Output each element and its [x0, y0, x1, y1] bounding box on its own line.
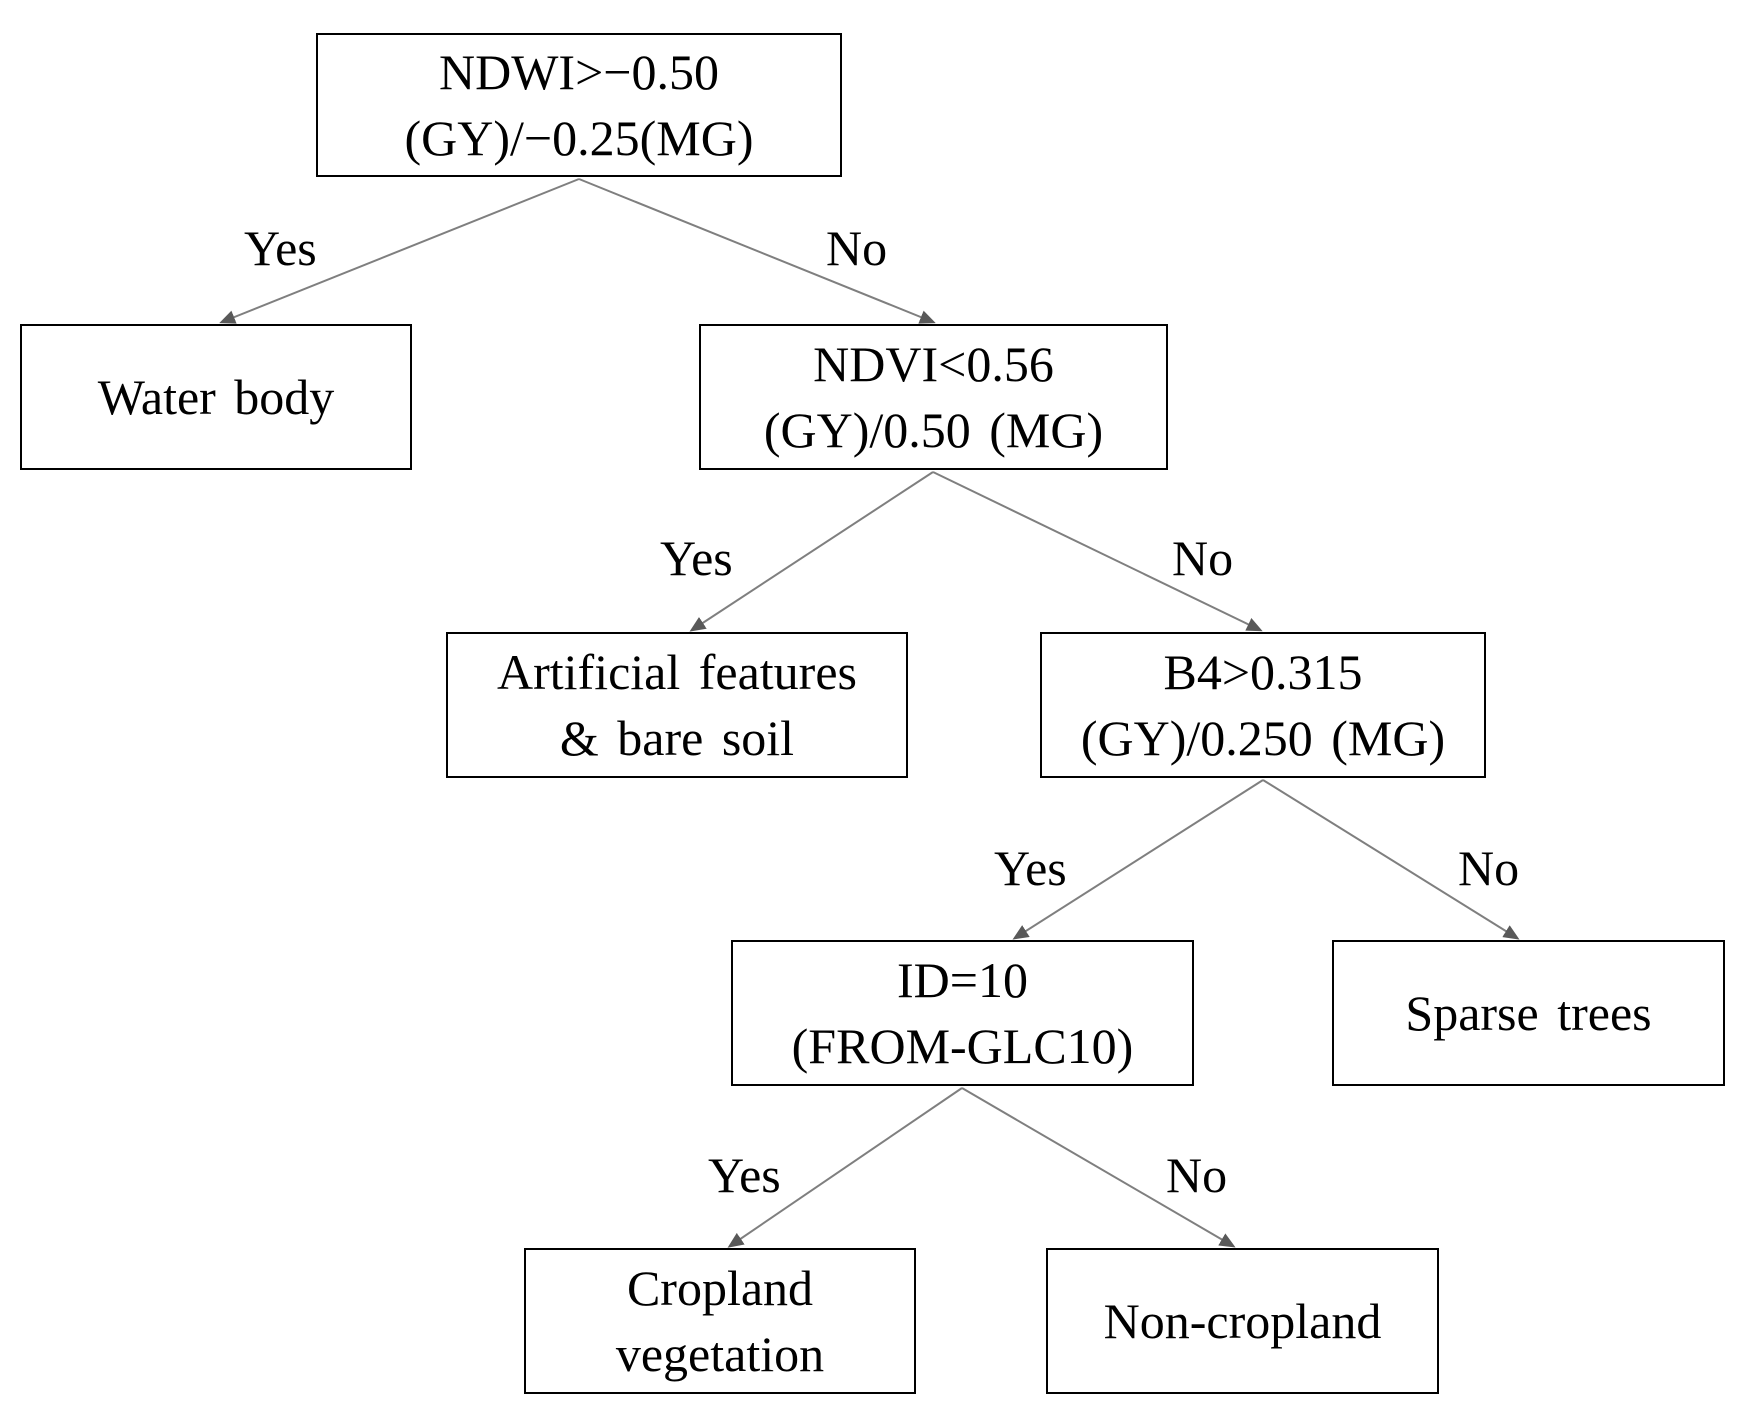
- node-non-cropland: Non-cropland: [1046, 1248, 1439, 1394]
- edge-label-no: No: [826, 220, 888, 276]
- node-text-line: Cropland: [626, 1260, 814, 1316]
- node-text-line: vegetation: [615, 1326, 825, 1382]
- node-cropland-vegetation: Cropland vegetation: [524, 1248, 916, 1394]
- edge-label-no: No: [1458, 840, 1520, 896]
- node-text-line: (GY)/0.250 (MG): [1080, 710, 1446, 766]
- edge-label-yes: Yes: [660, 530, 733, 586]
- node-sparse-trees: Sparse trees: [1332, 940, 1725, 1086]
- node-artificial-features: Artificial features & bare soil: [446, 632, 908, 778]
- connector-ndvi-to-artificial: [689, 471, 934, 632]
- edge-label-no: No: [1166, 1147, 1228, 1203]
- edge-label-yes: Yes: [244, 220, 317, 276]
- node-text-line: NDWI>−0.50: [439, 44, 719, 100]
- node-text-line: (GY)/−0.25(MG): [404, 110, 754, 166]
- connector-ndvi-to-b4: [932, 471, 1263, 632]
- node-text-line: (GY)/0.50 (MG): [763, 402, 1104, 458]
- node-text-line: Water body: [97, 369, 335, 425]
- connector-root-to-water: [219, 178, 580, 324]
- node-ndvi-condition: NDVI<0.56 (GY)/0.50 (MG): [699, 324, 1168, 470]
- connector-b4-to-sparse: [1262, 779, 1520, 940]
- connector-root-to-ndvi: [578, 178, 936, 324]
- node-b4-condition: B4>0.315 (GY)/0.250 (MG): [1040, 632, 1486, 778]
- node-water-body: Water body: [20, 324, 412, 470]
- node-text-line: NDVI<0.56: [813, 336, 1054, 392]
- node-text-line: Artificial features: [497, 644, 857, 700]
- connector-b4-to-id: [1012, 779, 1264, 940]
- node-ndwi-condition: NDWI>−0.50 (GY)/−0.25(MG): [316, 33, 842, 177]
- edge-label-yes: Yes: [708, 1147, 781, 1203]
- node-text-line: B4>0.315: [1163, 644, 1363, 700]
- connector-id-to-noncrop: [961, 1087, 1236, 1248]
- node-text-line: Sparse trees: [1405, 985, 1652, 1041]
- node-text-line: ID=10: [897, 952, 1028, 1008]
- edge-label-yes: Yes: [994, 840, 1067, 896]
- connector-id-to-crop: [727, 1087, 963, 1248]
- node-text-line: (FROM-GLC10): [791, 1018, 1134, 1074]
- node-text-line: & bare soil: [559, 710, 795, 766]
- node-id-condition: ID=10 (FROM-GLC10): [731, 940, 1194, 1086]
- edge-label-no: No: [1172, 530, 1234, 586]
- node-text-line: Non-cropland: [1103, 1293, 1382, 1349]
